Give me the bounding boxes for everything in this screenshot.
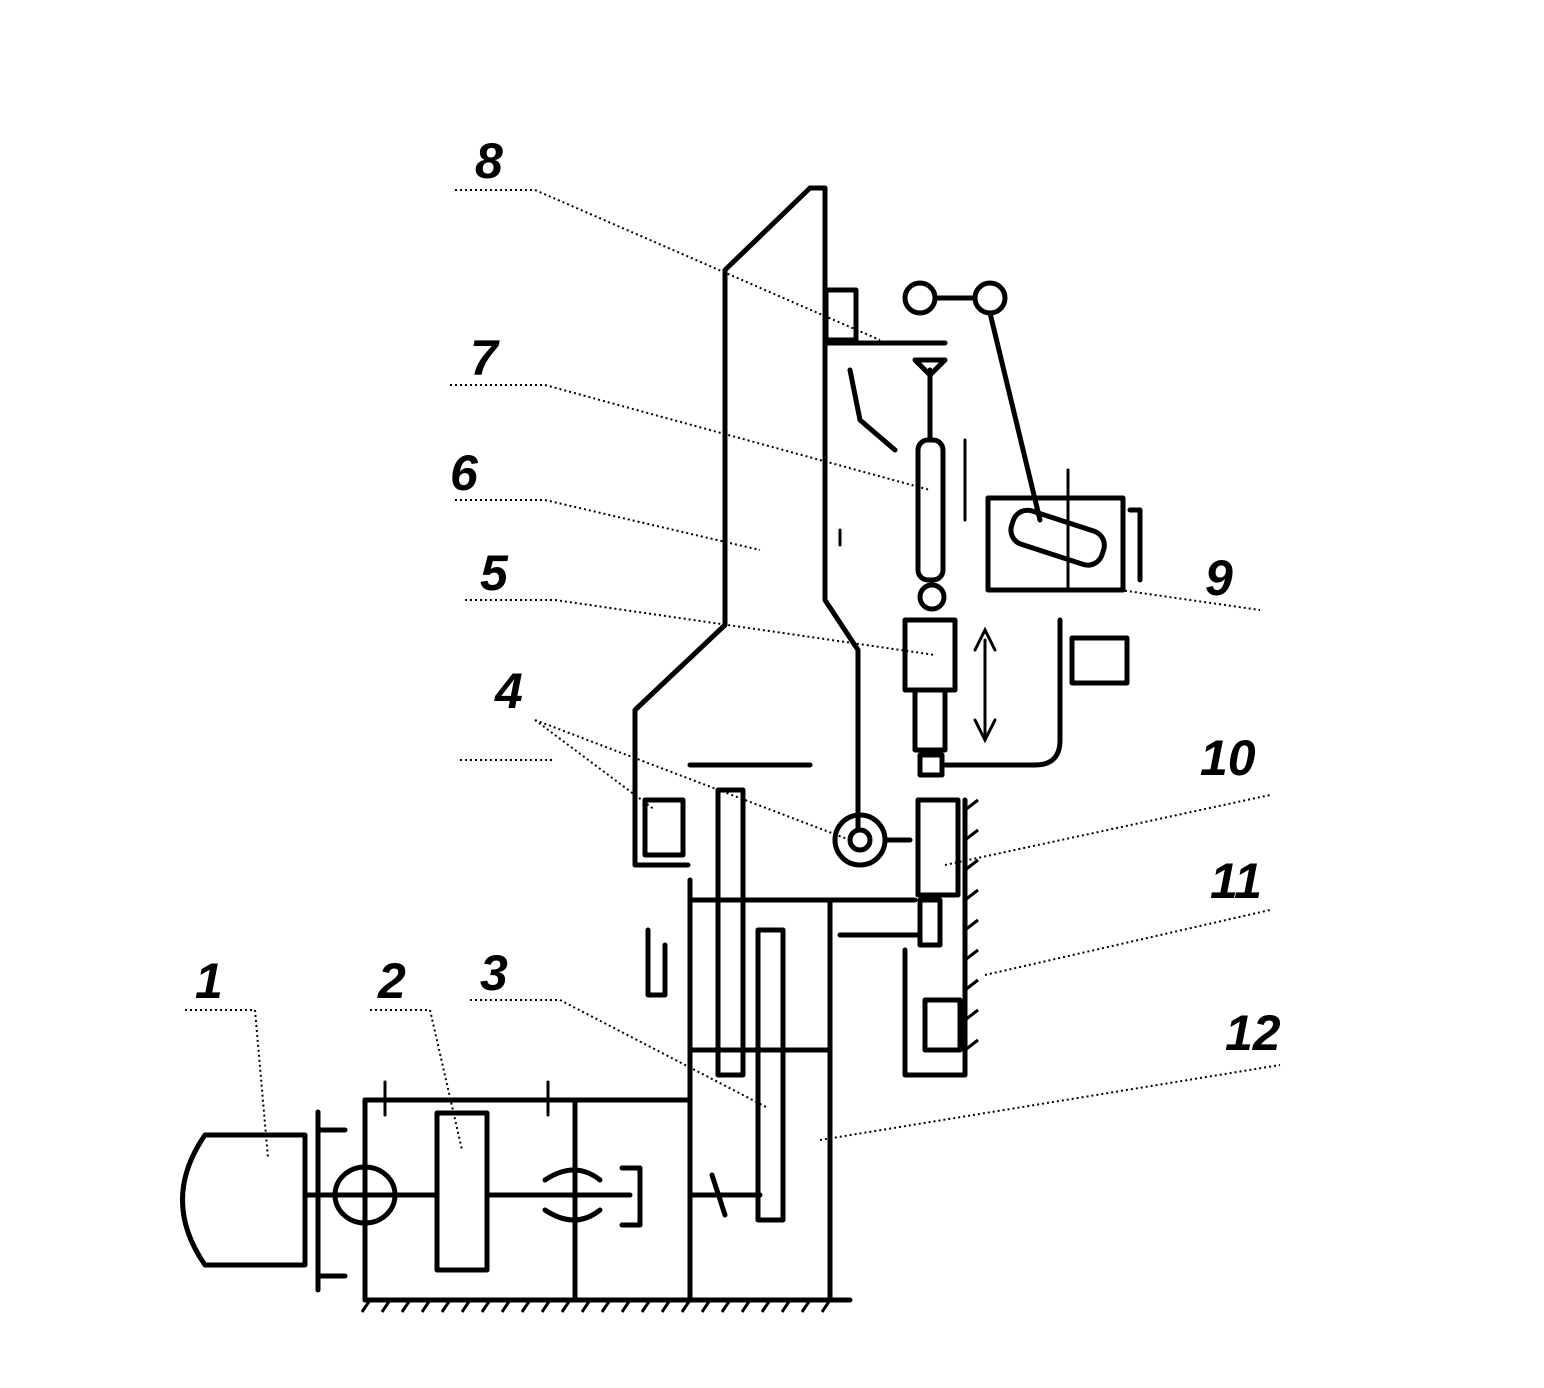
- gearbox: [332, 1067, 833, 1303]
- label-1: 1: [195, 953, 223, 1009]
- label-10: 10: [1200, 730, 1256, 786]
- label-5: 5: [480, 545, 509, 601]
- label-4: 4: [494, 663, 523, 719]
- label-9: 9: [1205, 550, 1233, 606]
- electric-motor: [180, 1109, 438, 1293]
- label-2: 2: [377, 953, 406, 1009]
- label-6: 6: [450, 445, 479, 501]
- part-labels: 1 2 3 4 5 6 7 8 9 10 11 12: [195, 133, 1281, 1061]
- control-unit: [902, 280, 1143, 768]
- label-12: 12: [1225, 1005, 1281, 1061]
- eccentric-wheel: [832, 812, 913, 868]
- die-block: [837, 797, 979, 1078]
- crank-mechanism: [645, 787, 918, 1223]
- press-frame: [632, 185, 948, 868]
- leader-lines: [185, 189, 1281, 1159]
- label-7: 7: [470, 330, 500, 386]
- label-8: 8: [475, 133, 503, 189]
- ground-base: [360, 1297, 853, 1313]
- label-3: 3: [480, 945, 508, 1001]
- label-11: 11: [1210, 853, 1262, 909]
- slide-column: [902, 357, 997, 778]
